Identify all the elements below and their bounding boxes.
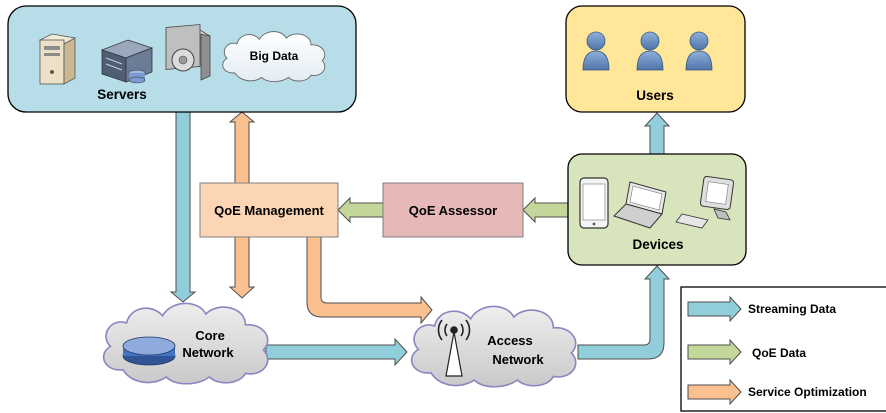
qoe-data-arrow-icon	[687, 338, 742, 366]
arrow-assessor-to-management	[337, 196, 384, 224]
access-network-group: Access Network	[410, 305, 577, 388]
core-network-label-line2: Network	[182, 345, 234, 360]
arrow-access-to-devices	[577, 265, 671, 360]
big-data-cloud: Big Data	[222, 31, 326, 83]
arrow-servers-to-core	[169, 111, 197, 303]
qoe-management-box	[199, 182, 339, 238]
qoe-assessor-group: QoE Assessor	[382, 182, 524, 238]
legend-item-service-optimization: Service Optimization	[687, 378, 867, 406]
arrow-devices-to-assessor	[522, 196, 569, 224]
desktop-computer-icon	[675, 175, 735, 229]
users-group: Users	[565, 5, 746, 113]
big-data-label: Big Data	[250, 49, 299, 63]
legend: Streaming Data QoE Data Service Optimiza…	[680, 286, 886, 412]
access-network-label-line1: Access	[487, 333, 533, 348]
antenna-icon	[437, 319, 471, 377]
core-network-label-line1: Core	[195, 328, 225, 343]
devices-label: Devices	[632, 237, 683, 252]
servers-group: Big Data Servers	[7, 5, 357, 113]
arrow-core-to-access	[265, 337, 408, 367]
connectors	[169, 111, 671, 367]
qoe-assessor-box	[382, 182, 524, 238]
legend-item-streaming-data: Streaming Data	[687, 295, 836, 323]
legend-item-qoe-data: QoE Data	[687, 338, 806, 366]
servers-label: Servers	[97, 87, 147, 102]
router-icon	[122, 336, 176, 366]
qoe-management-label: QoE Management	[214, 203, 324, 218]
qoe-management-group: QoE Management	[199, 182, 339, 238]
access-network-label-line2: Network	[492, 352, 544, 367]
arrow-management-to-servers	[228, 111, 256, 184]
streaming-data-arrow-icon	[687, 295, 742, 323]
core-network-group: Core Network	[102, 302, 269, 385]
devices-group: Devices	[567, 153, 747, 266]
legend-label: Service Optimization	[748, 385, 867, 399]
laptop-icon	[613, 181, 667, 229]
arrow-devices-to-users	[643, 112, 671, 155]
legend-label: Streaming Data	[748, 302, 836, 316]
arrow-management-to-access	[306, 236, 433, 325]
legend-label: QoE Data	[752, 346, 806, 360]
smartphone-icon	[579, 177, 609, 229]
rack-server-icon	[100, 39, 154, 84]
storage-icon	[164, 24, 212, 81]
users-label: Users	[636, 88, 674, 103]
tower-server-icon	[38, 33, 77, 85]
service-optimization-arrow-icon	[687, 378, 742, 406]
arrow-management-to-core	[228, 236, 256, 299]
qoe-assessor-label: QoE Assessor	[409, 203, 497, 218]
